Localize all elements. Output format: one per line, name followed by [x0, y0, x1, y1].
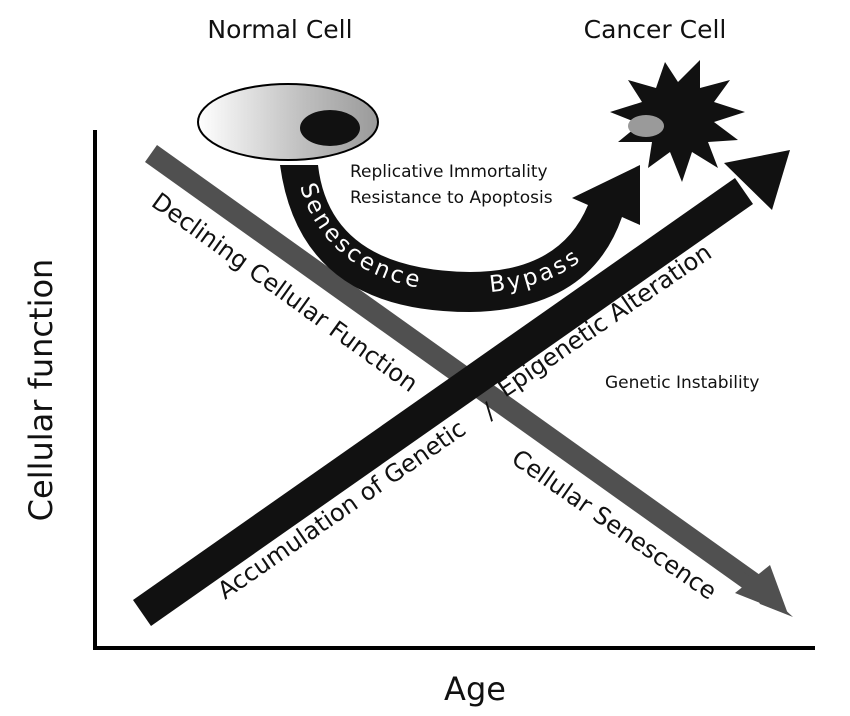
normal-cell-icon — [197, 83, 379, 161]
cellular-senescence-label: Cellular Senescence — [507, 444, 722, 606]
declining-function-arrow — [145, 145, 793, 617]
x-axis-title: Age — [444, 670, 506, 708]
accumulation-label: Accumulation of Genetic — [212, 414, 470, 605]
genetic-instability-label: Genetic Instability — [605, 373, 759, 393]
cancer-cell-icon — [610, 60, 745, 182]
accumulation-arrow — [133, 150, 790, 626]
cancer-cell-label: Cancer Cell — [584, 15, 727, 44]
senescence-bypass-arrow — [280, 165, 640, 312]
replicative-immortality-label: Replicative Immortality — [350, 162, 548, 182]
normal-cell-label: Normal Cell — [207, 15, 352, 44]
resistance-apoptosis-label: Resistance to Apoptosis — [350, 188, 553, 208]
y-axis-title: Cellular function — [22, 259, 60, 522]
